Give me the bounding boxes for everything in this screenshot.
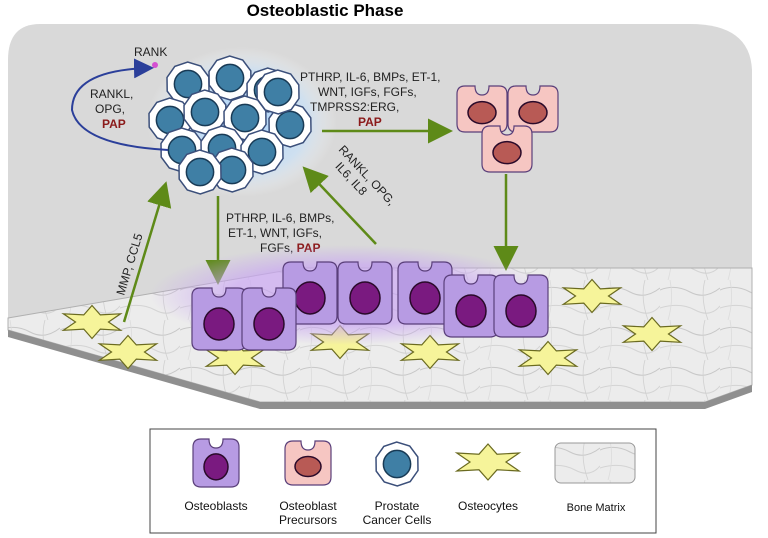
osteocyte-cell xyxy=(97,334,159,370)
legend-label-prostate-cancer-cells-1: Prostate xyxy=(375,499,420,513)
legend-label-osteoblasts: Osteoblasts xyxy=(184,499,247,513)
osteoblast-precursor-cell xyxy=(456,85,508,133)
label-to-precursors-2: WNT, IGFs, FGFs, xyxy=(318,85,417,99)
legend-osteocyte-icon xyxy=(454,443,522,481)
legend-label-osteoblast-precursors-2: Precursors xyxy=(279,513,337,527)
prostate-cancer-cell xyxy=(210,147,254,193)
osteocyte-cell xyxy=(561,278,623,314)
osteoblast-cell xyxy=(191,287,247,351)
bone-matrix-edge xyxy=(8,330,752,409)
prostate-cancer-cell-cluster xyxy=(148,55,312,195)
osteoblast-cell xyxy=(241,287,297,351)
prostate-cancer-cell xyxy=(183,89,227,135)
osteoblast-precursor-cluster xyxy=(456,85,559,173)
legend-label-osteocytes: Osteocytes xyxy=(458,499,518,513)
legend-label-osteoblast-precursors-1: Osteoblast xyxy=(279,499,337,513)
osteoblast-precursor-cell xyxy=(481,125,533,173)
osteocyte-cell xyxy=(399,334,461,370)
osteocyte-cell xyxy=(517,340,579,376)
osteocyte-cell xyxy=(61,304,123,340)
diagram-title: Osteoblastic Phase xyxy=(247,1,404,20)
legend-cancer-cell-icon xyxy=(375,441,419,487)
legend-bone-matrix-icon xyxy=(554,442,636,484)
label-to-precursors-1: PTHRP, IL-6, BMPs, ET-1, xyxy=(300,70,440,84)
osteoblast-layer xyxy=(191,261,549,351)
prostate-cancer-cell xyxy=(208,55,252,101)
label-self-loop-1: RANKL, xyxy=(90,87,133,101)
legend-osteoblast-icon xyxy=(192,438,240,488)
label-to-precursors-pap: PAP xyxy=(358,115,382,129)
legend-label-bone-matrix: Bone Matrix xyxy=(567,502,626,514)
osteoblast-cell xyxy=(397,261,453,325)
osteoblast-precursor-cell xyxy=(507,85,559,133)
legend-label-prostate-cancer-cells-2: Cancer Cells xyxy=(363,513,432,527)
rank-receptor-dot xyxy=(152,62,158,68)
prostate-cancer-cell xyxy=(178,149,222,195)
arrow-osteocytes-to-cancer xyxy=(122,181,172,323)
autocrine-loop-arrow xyxy=(70,58,169,151)
label-self-loop-2: OPG, xyxy=(95,102,125,116)
label-to-precursors-3: TMPRSS2:ERG, xyxy=(310,100,399,114)
osteoblast-cell xyxy=(493,274,549,338)
prostate-cancer-cell xyxy=(223,95,267,141)
osteocyte-cell xyxy=(621,316,683,352)
label-down-2: ET-1, WNT, IGFs, xyxy=(228,226,322,240)
osteoblast-cell xyxy=(337,261,393,325)
label-rank: RANK xyxy=(134,45,167,59)
prostate-cancer-cell xyxy=(256,69,300,115)
legend-precursor-icon xyxy=(284,440,332,486)
label-down-1: PTHRP, IL-6, BMPs, xyxy=(226,211,334,225)
arrow-osteoblasts-to-cancer xyxy=(302,166,377,245)
label-self-loop-pap: PAP xyxy=(102,117,126,131)
osteoblast-cell xyxy=(443,274,499,338)
